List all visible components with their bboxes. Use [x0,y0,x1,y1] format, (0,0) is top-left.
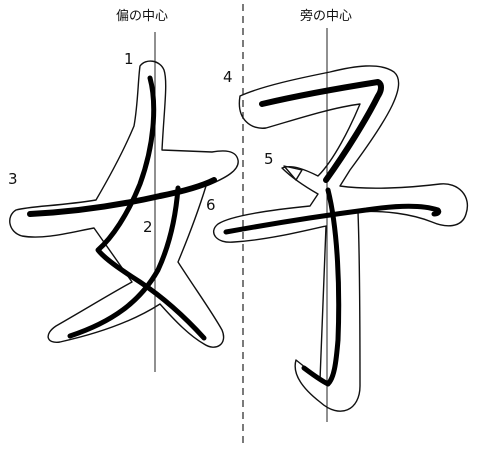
stroke-number-4: 4 [223,68,233,86]
stroke-number-5: 5 [264,150,274,168]
stroke-number-3: 3 [8,170,18,188]
stroke-4 [262,82,381,180]
stroke-number-2: 2 [143,218,153,236]
stroke-number-1: 1 [124,50,134,68]
right-center-label: 旁の中心 [300,8,352,24]
left-center-label: 偏の中心 [116,9,168,24]
stroke-number-6: 6 [206,196,216,214]
right-component-outline [214,66,468,411]
stroke-3 [30,180,214,214]
